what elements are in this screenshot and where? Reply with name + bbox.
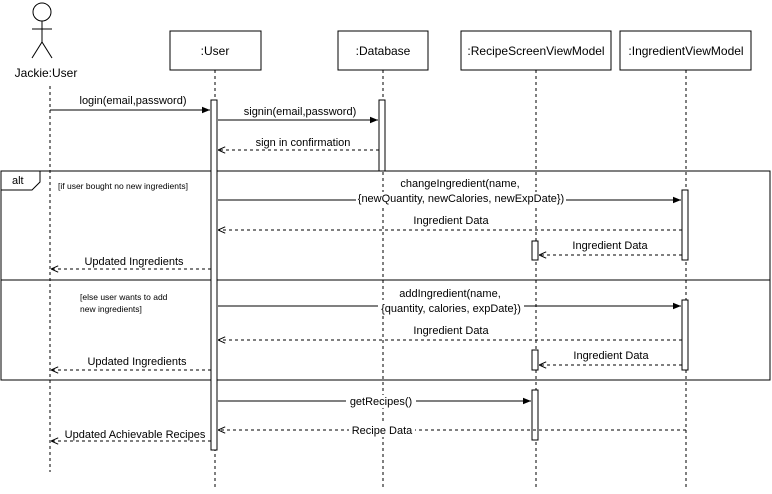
message-ingredient-data-4-label: Ingredient Data — [573, 350, 649, 362]
alt-guard-2-line-1: [else user wants to add — [80, 292, 168, 302]
message-get-recipes-label: getRecipes() — [350, 396, 412, 408]
alt-label: alt — [12, 175, 24, 187]
message-login-label: login(email,password) — [80, 95, 187, 107]
message-change-ingredient-label-1: changeIngredient(name, — [400, 178, 519, 190]
participant-recipe-vm: :RecipeScreenViewModel — [460, 30, 612, 71]
message-updated-recipes-label: Updated Achievable Recipes — [65, 429, 206, 441]
participant-database-label: :Database — [356, 44, 411, 58]
message-recipe-data-label: Recipe Data — [352, 425, 413, 437]
message-ingredient-data-1-label: Ingredient Data — [413, 215, 489, 227]
messages — [50, 106, 686, 441]
message-signin-label: signin(email,password) — [244, 106, 357, 118]
alt-guard-1: [if user bought no new ingredients] — [58, 181, 188, 191]
participant-database: :Database — [337, 30, 429, 71]
message-add-ingredient-label-1: addIngredient(name, — [399, 288, 501, 300]
actor-head-icon — [32, 2, 52, 22]
activation-database — [378, 99, 386, 172]
message-updated-ingredients-1-label: Updated Ingredients — [84, 256, 184, 268]
activation-user — [210, 99, 218, 451]
participant-recipe-vm-label: :RecipeScreenViewModel — [467, 44, 604, 58]
activation-ivm-1 — [681, 189, 689, 261]
activation-rsvm-2 — [531, 349, 539, 371]
participant-user: :User — [169, 30, 262, 71]
message-ingredient-data-2-label: Ingredient Data — [572, 240, 648, 252]
activation-rsvm-3 — [531, 389, 539, 441]
participant-user-label: :User — [201, 44, 230, 58]
activation-rsvm-1 — [531, 240, 539, 261]
message-ingredient-data-3-label: Ingredient Data — [413, 325, 489, 337]
message-signin-confirm-label: sign in confirmation — [256, 137, 351, 149]
message-updated-ingredients-2-label: Updated Ingredients — [87, 356, 187, 368]
activations — [210, 99, 689, 451]
message-add-ingredient-label-2: {quantity, calories, expDate}) — [381, 303, 521, 315]
participant-ingredient-vm: :IngredientViewModel — [619, 30, 752, 71]
activation-ivm-2 — [681, 299, 689, 371]
message-labels: login(email,password) signin(email,passw… — [65, 95, 650, 441]
alt-guard-2-line-2: new ingredients] — [80, 304, 142, 314]
message-change-ingredient-label-2: {newQuantity, newCalories, newExpDate}) — [358, 193, 564, 205]
actor-jackie: Jackie:User — [15, 2, 78, 80]
participant-ingredient-vm-label: :IngredientViewModel — [628, 44, 743, 58]
actor-label: Jackie:User — [15, 66, 78, 80]
